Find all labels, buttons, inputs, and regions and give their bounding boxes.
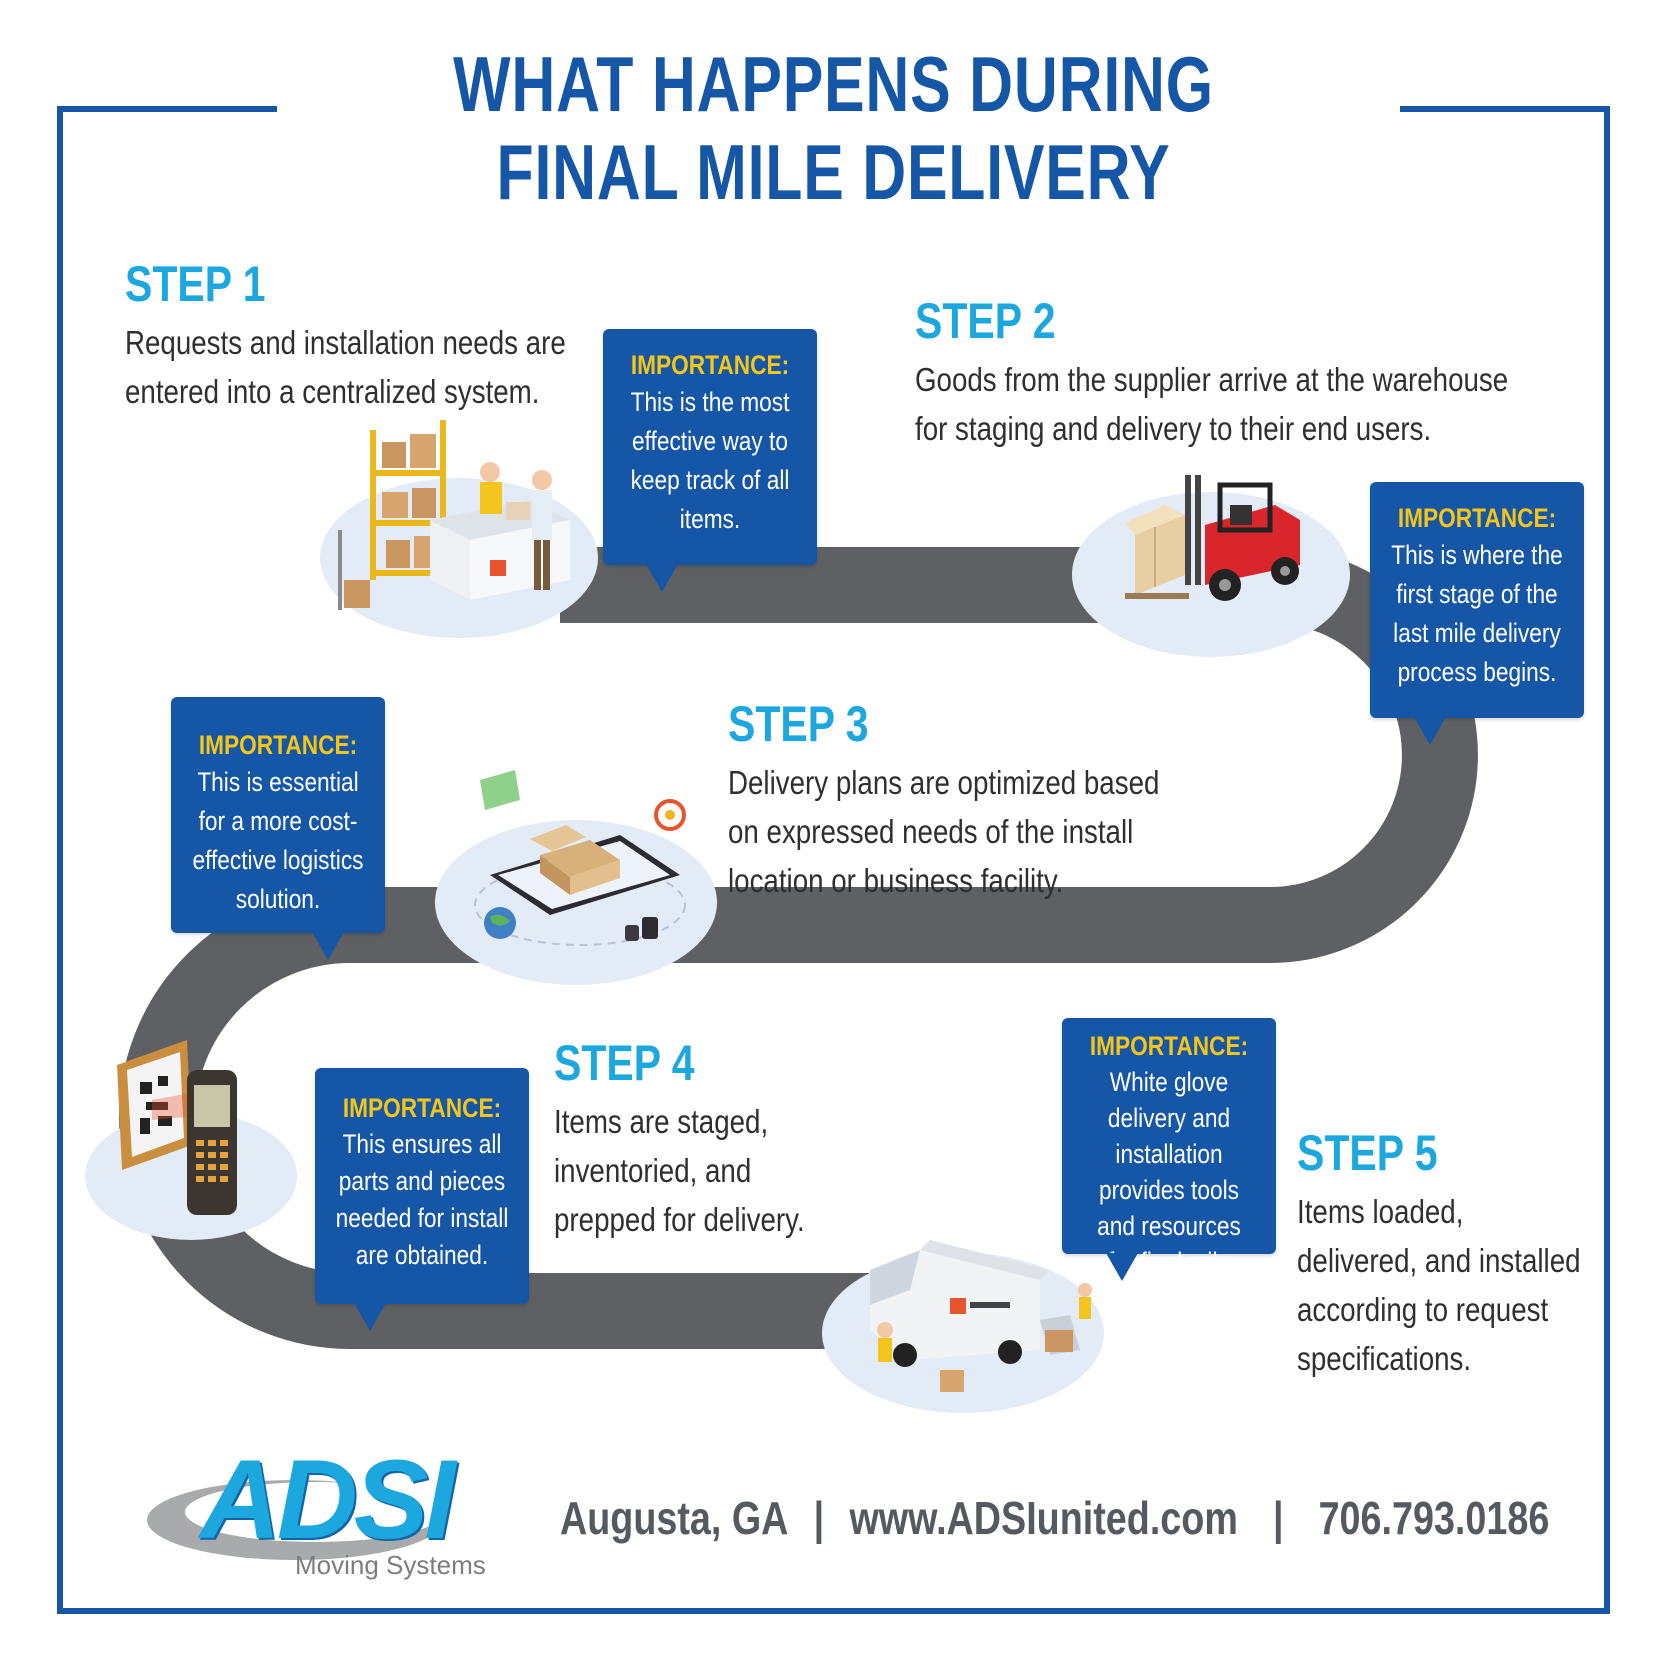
- step-3: STEP 3 Delivery plans are optimized base…: [728, 696, 1208, 905]
- importance-2-text: This is where the first stage of the las…: [1391, 540, 1563, 687]
- step-1-heading: STEP 1: [125, 256, 266, 312]
- logo-swoosh-icon: [147, 1480, 445, 1560]
- step-4-heading: STEP 4: [554, 1035, 695, 1091]
- smartphone-box-icon: [474, 770, 686, 946]
- frame-top-left: [57, 106, 277, 112]
- importance-1-text: This is the most effective way to keep t…: [630, 387, 790, 534]
- page-title: WHAT HAPPENS DURING FINAL MILE DELIVERY: [183, 40, 1483, 216]
- importance-bubble-2: IMPORTANCE: This is where the first stag…: [1370, 482, 1584, 718]
- logo-subtitle: Moving Systems: [295, 1550, 486, 1580]
- title-line-1: WHAT HAPPENS DURING: [453, 40, 1214, 128]
- step-2: STEP 2 Goods from the supplier arrive at…: [915, 293, 1555, 453]
- importance-bubble-4: IMPORTANCE: This ensures all parts and p…: [315, 1068, 529, 1304]
- importance-5-heading: IMPORTANCE:: [1089, 1031, 1249, 1061]
- importance-4-text: This ensures all parts and pieces needed…: [335, 1129, 509, 1270]
- footer-phone[interactable]: 706.793.0186: [1318, 1492, 1550, 1544]
- footer-separator-1: |: [813, 1492, 825, 1544]
- footer-website[interactable]: www.ADSIunited.com: [849, 1492, 1238, 1544]
- step-5: STEP 5 Items loaded, delivered, and inst…: [1297, 1125, 1597, 1383]
- importance-4-heading: IMPORTANCE:: [342, 1093, 502, 1123]
- importance-4-tail: [354, 1303, 386, 1331]
- importance-2-tail: [1414, 717, 1446, 745]
- importance-2-heading: IMPORTANCE:: [1397, 503, 1557, 533]
- step-5-text: Items loaded, delivered, and installed a…: [1297, 1193, 1581, 1377]
- importance-bubble-3: IMPORTANCE: This is essential for a more…: [171, 697, 385, 933]
- warehouse-counter-icon: [338, 420, 570, 610]
- importance-3-heading: IMPORTANCE:: [198, 730, 358, 760]
- footer-separator-2: |: [1272, 1492, 1284, 1544]
- forklift-icon: [1125, 475, 1300, 601]
- importance-3-tail: [312, 932, 344, 960]
- step-1-text: Requests and installation needs are ente…: [125, 324, 566, 410]
- footer-location: Augusta, GA: [560, 1492, 789, 1544]
- logo-wordmark: ADSI: [200, 1437, 456, 1562]
- title-line-2: FINAL MILE DELIVERY: [496, 128, 1171, 216]
- step-3-text: Delivery plans are optimized based on ex…: [728, 764, 1160, 899]
- frame-top-right: [1400, 106, 1610, 112]
- footer-contact: Augusta, GA | www.ADSIunited.com | 706.7…: [560, 1490, 1549, 1546]
- step-3-heading: STEP 3: [728, 696, 869, 752]
- importance-1-tail: [646, 564, 678, 592]
- delivery-van-icon: [870, 1240, 1092, 1392]
- step-1: STEP 1 Requests and installation needs a…: [125, 256, 566, 416]
- frame-right: [1604, 106, 1610, 1614]
- frame-left: [57, 106, 63, 1614]
- importance-1-heading: IMPORTANCE:: [630, 350, 790, 380]
- step-5-heading: STEP 5: [1297, 1125, 1438, 1181]
- importance-3-text: This is essential for a more cost-effect…: [192, 767, 364, 914]
- step-4: STEP 4 Items are staged, inventoried, an…: [554, 1035, 854, 1244]
- adsi-logo: ADSI Moving Systems: [145, 1440, 545, 1588]
- barcode-scanner-icon: [117, 1040, 237, 1215]
- step-2-heading: STEP 2: [915, 293, 1056, 349]
- frame-bottom: [57, 1608, 1610, 1614]
- importance-5-tail: [1106, 1253, 1138, 1281]
- step-4-text: Items are staged, inventoried, and prepp…: [554, 1103, 805, 1238]
- importance-bubble-5: IMPORTANCE: White glove delivery and ins…: [1062, 1018, 1276, 1313]
- step-2-text: Goods from the supplier arrive at the wa…: [915, 361, 1509, 447]
- importance-bubble-1: IMPORTANCE: This is the most effective w…: [603, 329, 817, 565]
